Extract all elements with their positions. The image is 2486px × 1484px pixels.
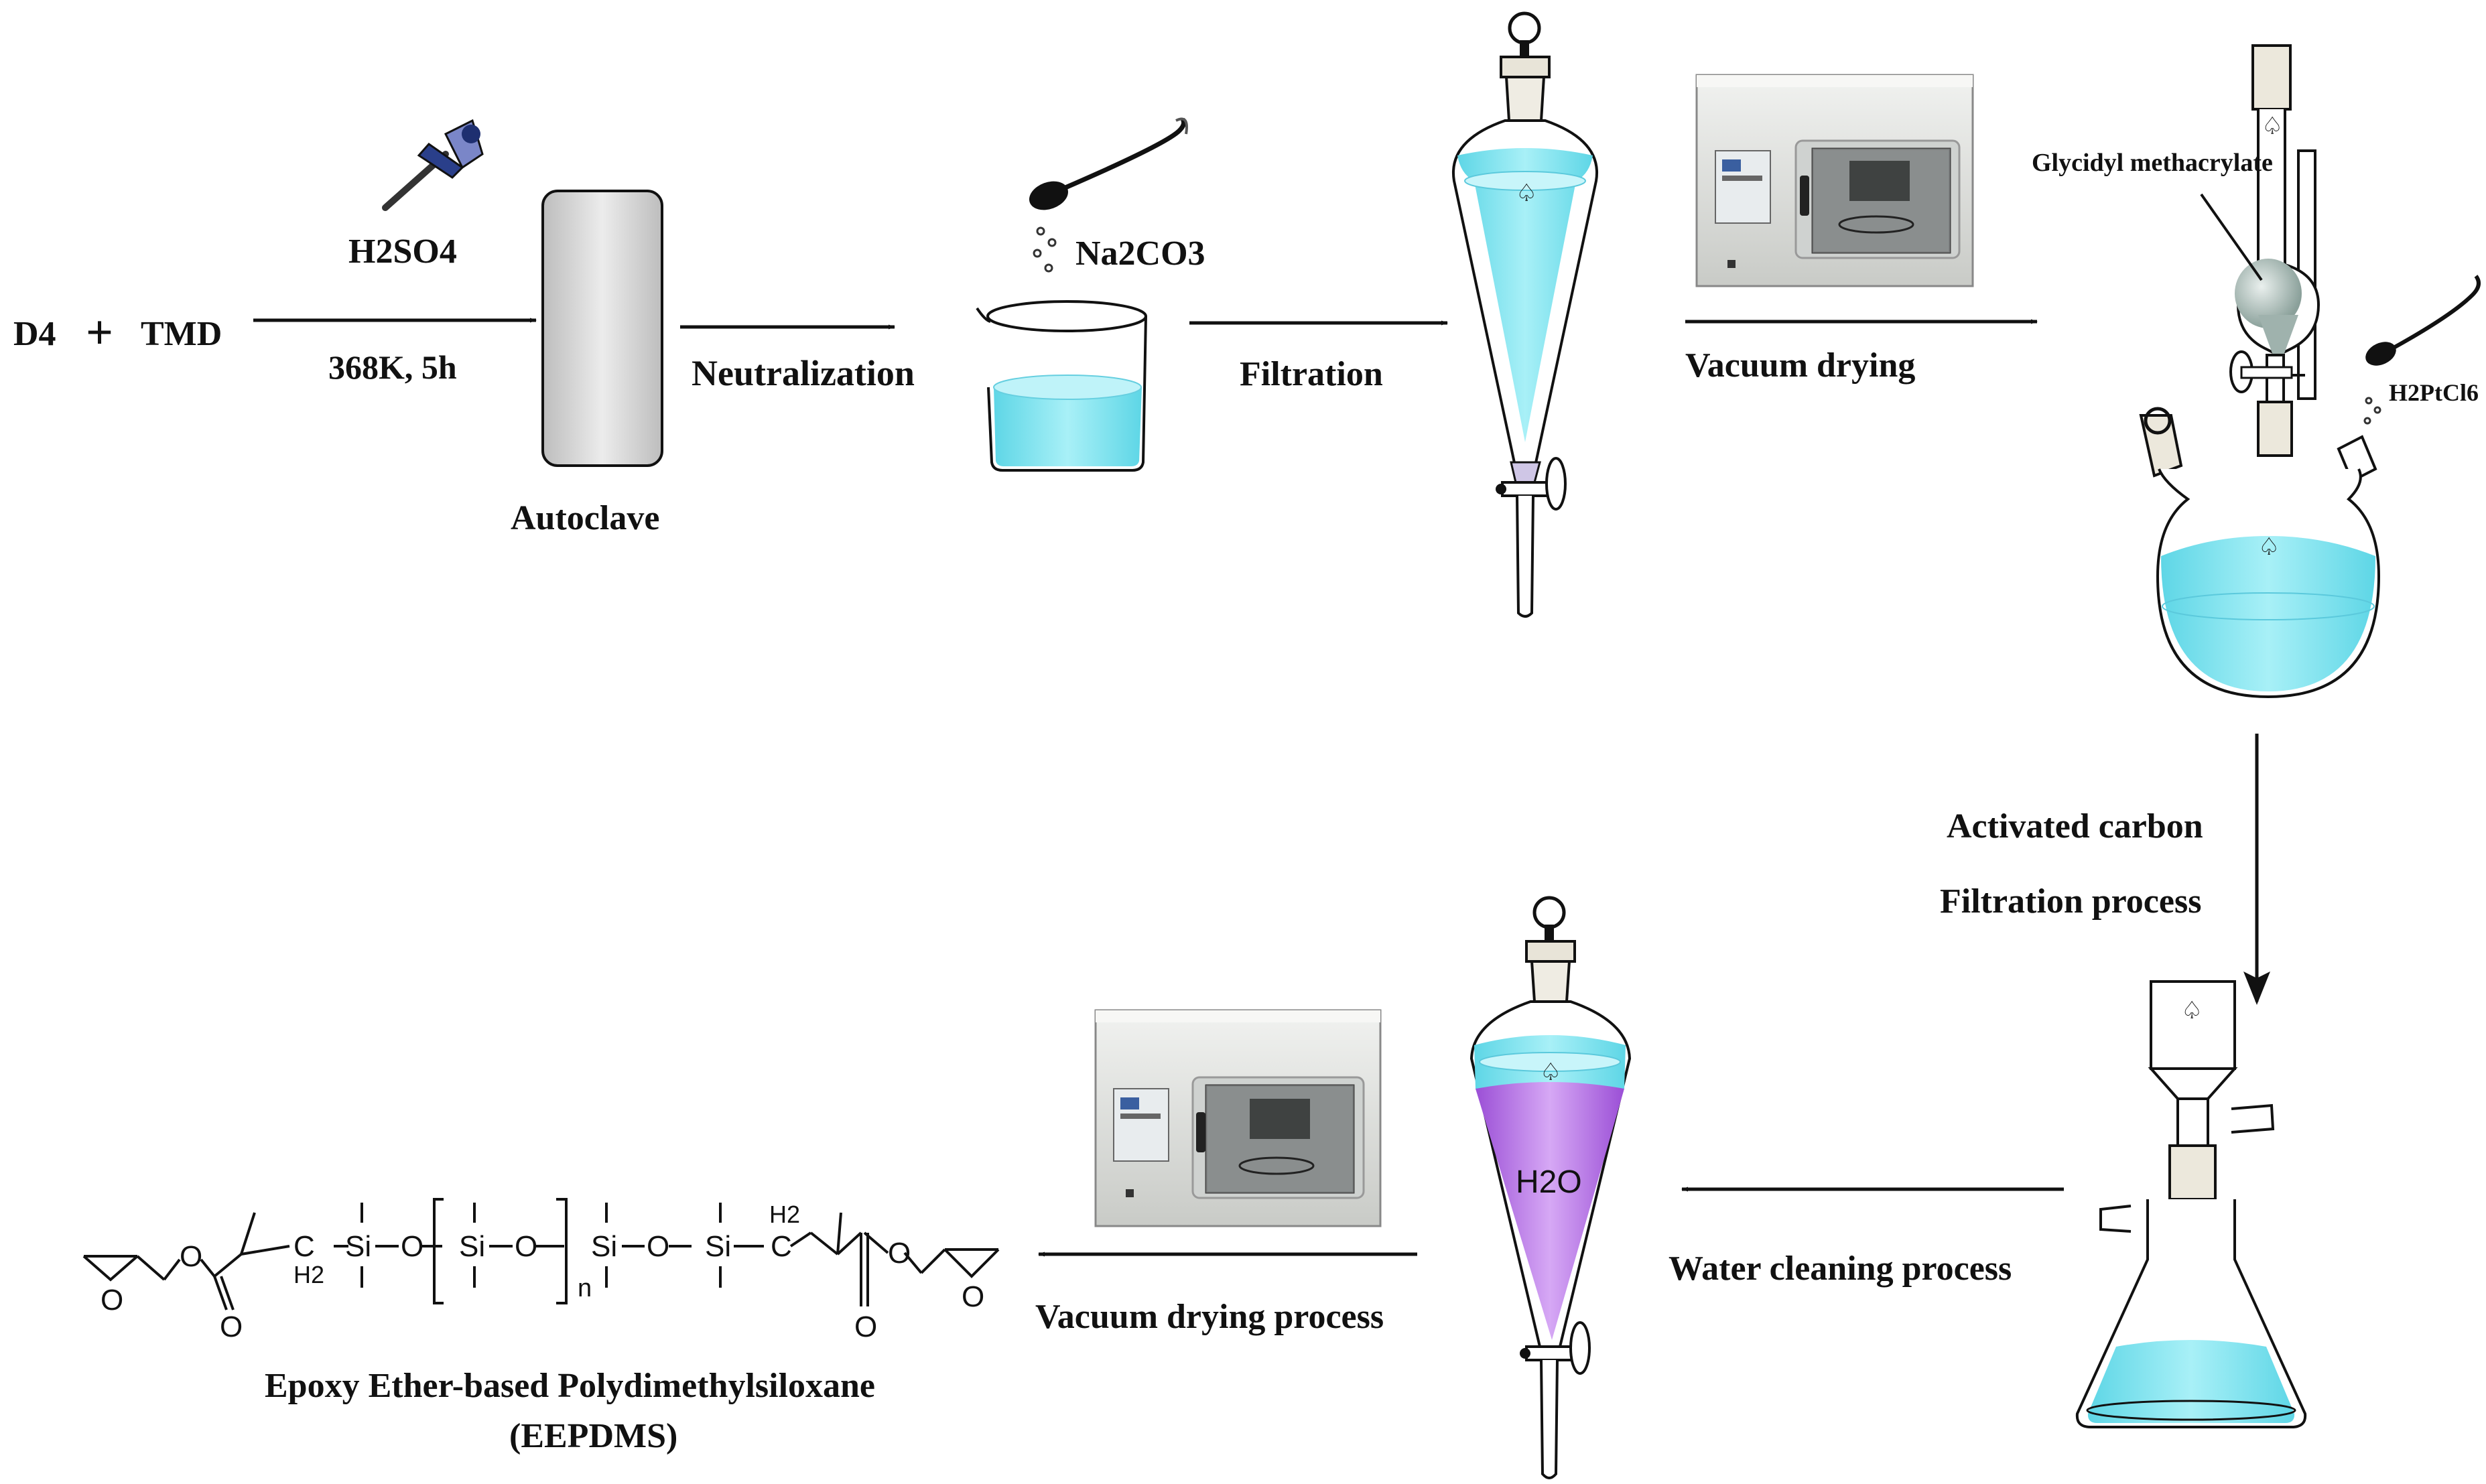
atom-si-3: Si bbox=[591, 1230, 617, 1263]
svg-text:♤: ♤ bbox=[2258, 533, 2280, 560]
reactant-d4: D4 bbox=[13, 315, 56, 353]
atom-o-2: O bbox=[180, 1240, 202, 1273]
catalyst-h2ptcl6: H2PtCl6 bbox=[2389, 379, 2479, 406]
product-name: Epoxy Ether-based Polydimethylsiloxane bbox=[265, 1367, 875, 1405]
atom-o-5: O bbox=[515, 1230, 537, 1263]
vacuum-drying-process-label: Vacuum drying process bbox=[1035, 1298, 1384, 1336]
dropper-icon bbox=[382, 119, 484, 211]
atom-si-4: Si bbox=[705, 1230, 731, 1263]
structure-atoms: O O O C H2 Si O Si O n Si O Si H2 C O O … bbox=[101, 1201, 984, 1343]
oven-icon bbox=[1695, 74, 1974, 287]
atom-si-1: Si bbox=[345, 1230, 371, 1263]
glycidyl-pointer bbox=[2200, 193, 2263, 281]
reagent-na2co3: Na2CO3 bbox=[1075, 234, 1205, 273]
svg-text:♤: ♤ bbox=[2262, 112, 2283, 139]
activated-carbon-label: Activated carbon bbox=[1947, 807, 2203, 846]
svg-text:♤: ♤ bbox=[1540, 1058, 1561, 1085]
atom-c-2: C bbox=[771, 1230, 792, 1263]
product-abbr: (EEPDMS) bbox=[509, 1417, 677, 1455]
atom-o-3: O bbox=[220, 1310, 243, 1343]
atom-o-1: O bbox=[101, 1284, 123, 1317]
filtration-process-label: Filtration process bbox=[1940, 882, 2201, 921]
buchner-flask-icon: ♤ ♤ bbox=[2075, 980, 2307, 1428]
atom-o-9: O bbox=[962, 1280, 984, 1313]
atom-h2-1: H2 bbox=[293, 1261, 324, 1288]
separatory-funnel-icon: ♤ bbox=[1452, 11, 1598, 618]
water-label: H2O bbox=[1516, 1164, 1582, 1200]
vacuum-drying-label: Vacuum drying bbox=[1685, 346, 1915, 385]
atom-h2-2: H2 bbox=[769, 1201, 800, 1228]
catalyst-h2so4-text: H2SO4 bbox=[348, 232, 457, 271]
spoon-icon-2 bbox=[2363, 275, 2481, 425]
atom-o-8: O bbox=[888, 1237, 911, 1270]
catalyst-h2so4: H2SO4 bbox=[348, 232, 457, 271]
atom-o-6: O bbox=[647, 1230, 669, 1263]
autoclave-icon bbox=[541, 190, 663, 467]
three-neck-flask-icon: ♤ ♤ bbox=[2139, 44, 2381, 699]
atom-o-4: O bbox=[401, 1230, 423, 1263]
glycidyl-label: Glycidyl methacrylate bbox=[2032, 149, 2273, 177]
reactant-tmd: TMD bbox=[141, 315, 222, 353]
atom-si-2: Si bbox=[459, 1230, 485, 1263]
separatory-funnel-icon-2: ♤ H2O bbox=[1469, 896, 1632, 1479]
beaker-icon bbox=[976, 300, 1147, 472]
conditions-label: 368K, 5h bbox=[328, 348, 457, 386]
autoclave-label: Autoclave bbox=[511, 499, 659, 537]
eepdms-structure bbox=[82, 1198, 1000, 1310]
atom-n: n bbox=[578, 1274, 592, 1302]
spoon-icon bbox=[1029, 117, 1188, 273]
svg-text:♤: ♤ bbox=[1516, 179, 1537, 206]
atom-o-7: O bbox=[854, 1310, 877, 1343]
filtration-label: Filtration bbox=[1240, 355, 1383, 393]
water-cleaning-label: Water cleaning process bbox=[1669, 1250, 2012, 1288]
plus-sign: + bbox=[86, 306, 113, 359]
neutralization-label: Neutralization bbox=[692, 353, 915, 393]
oven-icon-2 bbox=[1094, 1009, 1382, 1227]
atom-c-1: C bbox=[293, 1230, 315, 1263]
svg-text:♤: ♤ bbox=[2181, 996, 2203, 1024]
